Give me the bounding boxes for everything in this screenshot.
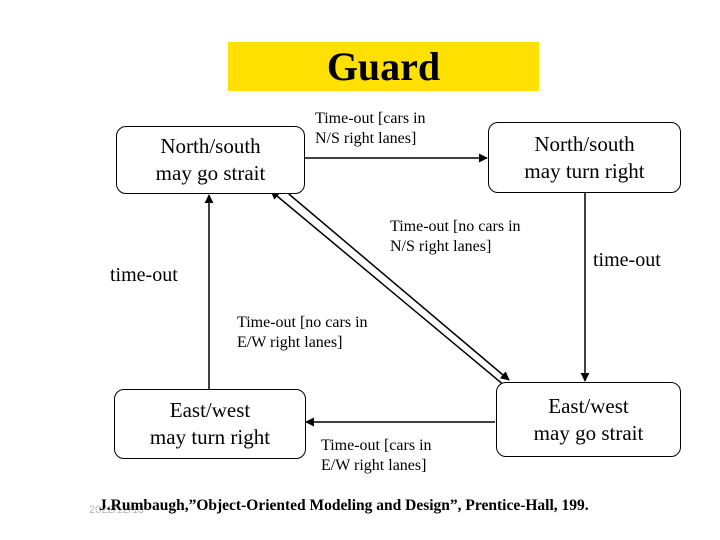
timeout-label-right: time-out bbox=[593, 249, 661, 271]
state-ew-right-label: East/west may turn right bbox=[149, 398, 271, 449]
state-ew-straight: East/west may go strait bbox=[496, 382, 681, 457]
guard-label-no-cars-ns: Time-out [no cars in N/S right lanes] bbox=[390, 218, 521, 256]
footer-reference: J.Rumbaugh,”Object-Oriented Modeling and… bbox=[99, 497, 589, 514]
arrow-ew-straight-to-ns-straight bbox=[270, 190, 506, 387]
diagram-title: Guard bbox=[326, 43, 441, 89]
state-ew-right: East/west may turn right bbox=[114, 389, 306, 459]
footer-date: 2022/12/13 bbox=[89, 504, 145, 516]
timeout-label-left: time-out bbox=[110, 264, 178, 286]
guard-label-cars-ew: Time-out [cars in E/W right lanes] bbox=[321, 437, 432, 475]
state-ns-straight-label: North/south may go strait bbox=[155, 134, 266, 185]
state-ew-straight-label: East/west may go strait bbox=[533, 393, 644, 445]
guard-label-no-cars-ew: Time-out [no cars in E/W right lanes] bbox=[237, 314, 368, 352]
state-ns-right-label: North/south may turn right bbox=[524, 131, 645, 183]
title-banner: Guard bbox=[228, 42, 539, 91]
guard-label-cars-ns: Time-out [cars in N/S right lanes] bbox=[315, 110, 426, 148]
arrow-ns-straight-to-ew-straight bbox=[276, 183, 510, 381]
state-ns-straight: North/south may go strait bbox=[116, 126, 305, 194]
state-ns-right: North/south may turn right bbox=[488, 122, 681, 193]
